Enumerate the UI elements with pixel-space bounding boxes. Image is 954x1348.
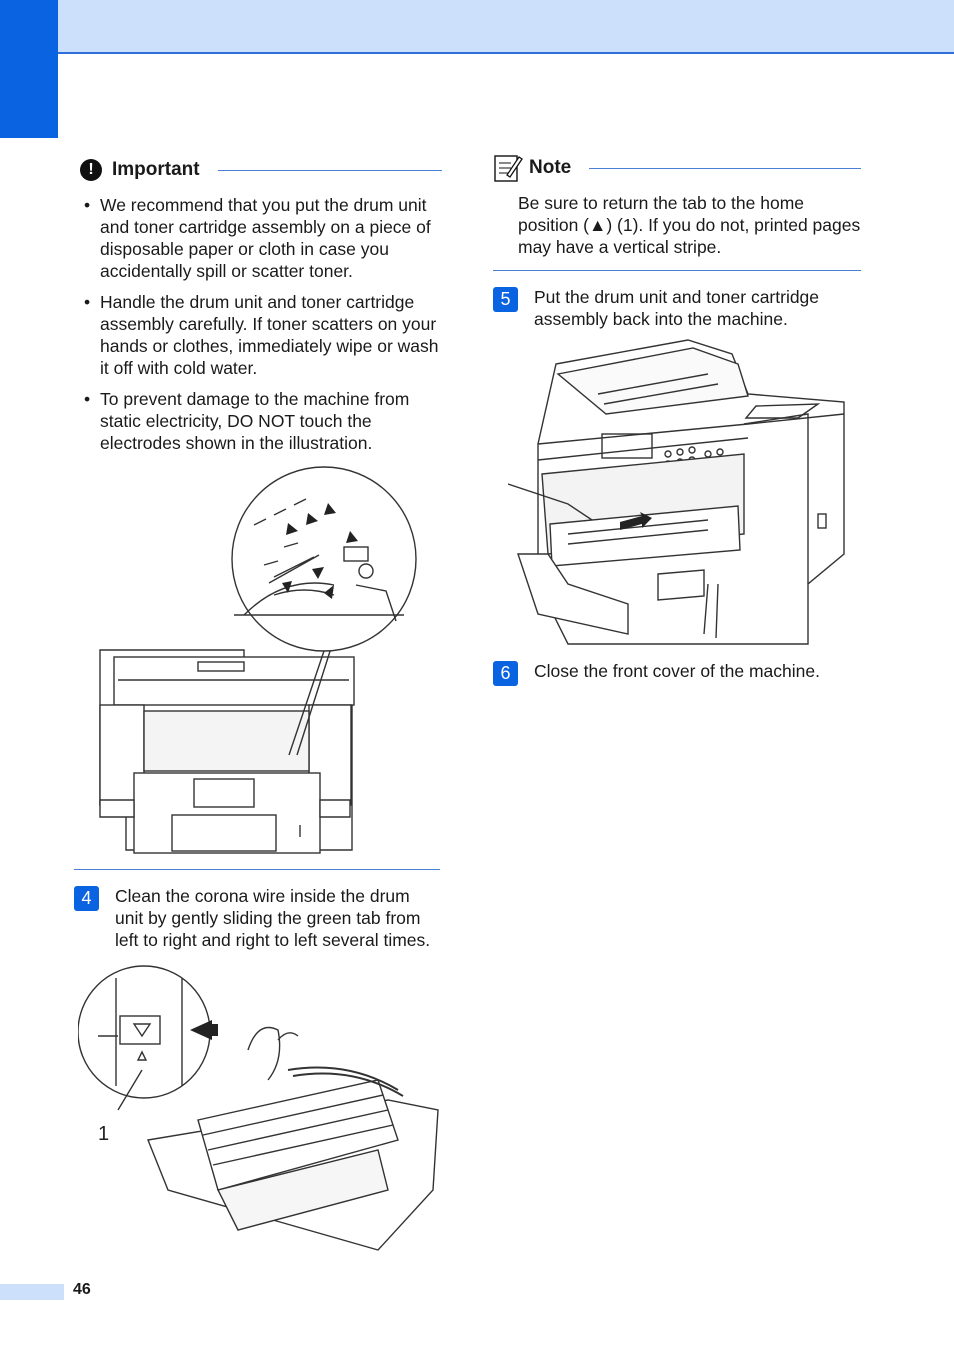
step-4-block: 4 Clean the corona wire inside the drum …	[74, 869, 440, 951]
step-6-block: 6 Close the front cover of the machine.	[493, 660, 861, 686]
note-header: Note	[493, 150, 861, 186]
step-text: Close the front cover of the machine.	[534, 661, 820, 681]
footer-bar	[0, 1284, 64, 1300]
important-bullet: To prevent damage to the machine from st…	[74, 388, 442, 454]
note-title: Note	[529, 157, 572, 178]
callout-label-1: 1	[98, 1123, 109, 1145]
section-separator	[493, 270, 861, 271]
step-text: Put the drum unit and toner cartridge as…	[534, 287, 820, 329]
corona-wire-illustration: 1	[78, 965, 439, 1251]
step-number-badge: 5	[493, 287, 518, 312]
important-title: Important	[112, 159, 200, 180]
step-4: 4 Clean the corona wire inside the drum …	[74, 885, 440, 951]
important-list: We recommend that you put the drum unit …	[74, 194, 442, 454]
important-header: ! Important	[74, 152, 442, 188]
note-body: Be sure to return the tab to the home po…	[518, 193, 861, 257]
important-bullet: We recommend that you put the drum unit …	[74, 194, 442, 282]
important-rule	[217, 169, 442, 171]
exclamation-icon: !	[80, 159, 102, 181]
right-column: Note Be sure to return the tab to the ho…	[493, 150, 861, 330]
step-text: Clean the corona wire inside the drum un…	[115, 886, 431, 950]
left-column: ! Important We recommend that you put th…	[74, 152, 442, 463]
step-5: 5 Put the drum unit and toner cartridge …	[493, 286, 861, 330]
step-6: 6 Close the front cover of the machine.	[493, 660, 861, 686]
step-number-badge: 6	[493, 661, 518, 686]
electrodes-illustration	[99, 466, 417, 854]
important-bullet: Handle the drum unit and toner cartridge…	[74, 291, 442, 379]
chapter-tab	[0, 0, 58, 138]
note-rule	[589, 167, 861, 169]
step-number-badge: 4	[74, 886, 99, 911]
page-number: 46	[73, 1281, 91, 1298]
header-band	[0, 0, 954, 54]
machine-illustration	[508, 339, 845, 645]
section-separator	[74, 869, 440, 870]
note-pencil-icon	[494, 155, 523, 182]
